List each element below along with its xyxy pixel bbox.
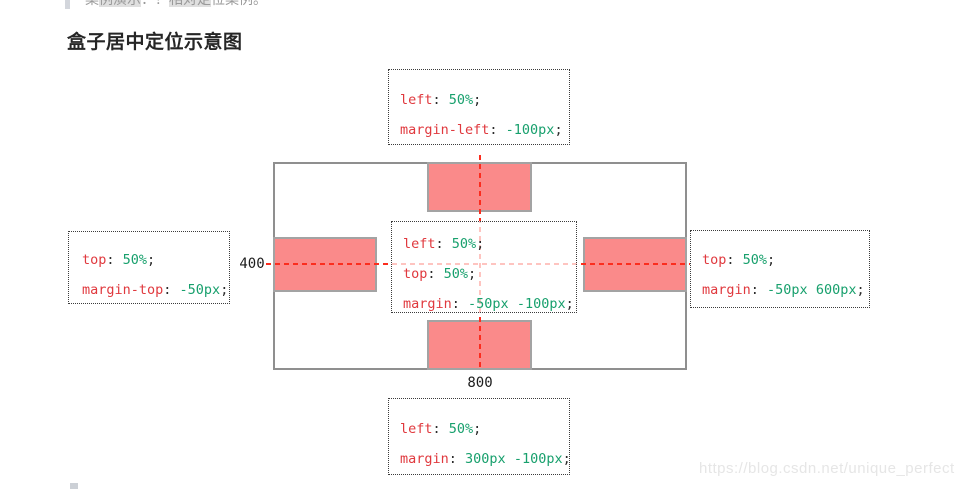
- css-property: left: [403, 236, 436, 252]
- css-property: top: [403, 266, 428, 282]
- css-value: -50px: [179, 282, 221, 298]
- css-property: margin: [702, 282, 751, 298]
- css-punctuation: ;: [468, 266, 477, 282]
- css-punctuation: :: [451, 296, 469, 312]
- css-annotation-center: left: 50%;top: 50%;margin: -50px -100px;: [391, 221, 577, 313]
- css-declaration: margin-top: -50px;: [82, 275, 228, 303]
- text-fragment: ：？: [141, 0, 169, 7]
- css-value: 50%: [451, 236, 477, 252]
- css-value: -50px 600px: [767, 282, 857, 298]
- css-declaration: margin: -50px 600px;: [702, 275, 865, 305]
- css-declaration: margin: -50px -100px;: [403, 289, 574, 312]
- css-punctuation: :: [750, 282, 768, 298]
- css-declaration: margin: 300px -100px;: [400, 444, 569, 474]
- css-declaration: top: 50%;: [82, 245, 216, 275]
- css-punctuation: ;: [565, 296, 574, 312]
- css-punctuation: ;: [562, 451, 570, 467]
- csdn-watermark: https://blog.csdn.net/unique_perfect: [699, 460, 955, 477]
- css-punctuation: ;: [147, 252, 156, 268]
- css-punctuation: :: [448, 451, 466, 467]
- selected-text-fragment: 例演示: [99, 0, 141, 7]
- css-property: left: [400, 92, 433, 108]
- css-property: margin-left: [400, 122, 490, 138]
- clipped-paragraph-text: 案例演示：？相对定位案例。: [85, 0, 485, 9]
- css-punctuation: ;: [473, 421, 482, 437]
- css-punctuation: :: [489, 122, 506, 138]
- css-value: 300px -100px: [465, 451, 563, 467]
- width-dimension-label: 800: [467, 375, 493, 391]
- css-declaration: top: 50%;: [702, 245, 858, 275]
- css-punctuation: :: [726, 252, 743, 268]
- css-property: top: [702, 252, 727, 268]
- clipped-paragraph-line: 案例演示：？相对定位案例。: [85, 0, 485, 9]
- css-value: 50%: [742, 252, 768, 268]
- section-heading: 盒子居中定位示意图: [67, 32, 243, 53]
- text-fragment: 位案例。: [211, 0, 267, 7]
- css-value: -100px: [505, 122, 555, 138]
- css-punctuation: ;: [554, 122, 563, 138]
- css-punctuation: ;: [476, 236, 485, 252]
- css-value: 50%: [448, 92, 474, 108]
- css-punctuation: ;: [473, 92, 482, 108]
- blockquote-left-bar: [65, 0, 70, 9]
- css-property: top: [82, 252, 107, 268]
- css-punctuation: ;: [767, 252, 776, 268]
- css-declaration: left: 50%;: [400, 414, 558, 444]
- css-punctuation: ;: [220, 282, 229, 298]
- css-declaration: top: 50%;: [403, 259, 565, 289]
- css-punctuation: :: [432, 92, 449, 108]
- css-punctuation: :: [435, 236, 452, 252]
- css-declaration: margin-left: -100px;: [400, 115, 563, 144]
- css-punctuation: ;: [856, 282, 865, 298]
- height-dimension-label: 400: [239, 256, 265, 272]
- css-declaration: left: 50%;: [403, 229, 565, 259]
- css-annotation-bottom: left: 50%;margin: 300px -100px;: [388, 398, 570, 475]
- css-value: 50%: [122, 252, 148, 268]
- css-punctuation: :: [432, 421, 449, 437]
- css-property: margin: [403, 296, 452, 312]
- text-fragment: 案: [85, 0, 99, 7]
- scrollbar-fragment[interactable]: [70, 483, 78, 489]
- css-punctuation: :: [106, 252, 123, 268]
- selected-text-fragment: 相对定: [169, 0, 211, 7]
- css-property: margin: [400, 451, 449, 467]
- css-value: -50px -100px: [468, 296, 566, 312]
- css-annotation-top: left: 50%;margin-left: -100px;: [388, 69, 570, 145]
- css-property: left: [400, 421, 433, 437]
- css-value: 50%: [443, 266, 469, 282]
- css-annotation-right: top: 50%;margin: -50px 600px;: [690, 230, 870, 308]
- css-value: 50%: [448, 421, 474, 437]
- css-punctuation: :: [427, 266, 444, 282]
- css-property: margin-top: [82, 282, 164, 298]
- css-punctuation: :: [163, 282, 180, 298]
- css-declaration: left: 50%;: [400, 85, 558, 115]
- css-annotation-left: top: 50%;margin-top: -50px;: [68, 231, 230, 304]
